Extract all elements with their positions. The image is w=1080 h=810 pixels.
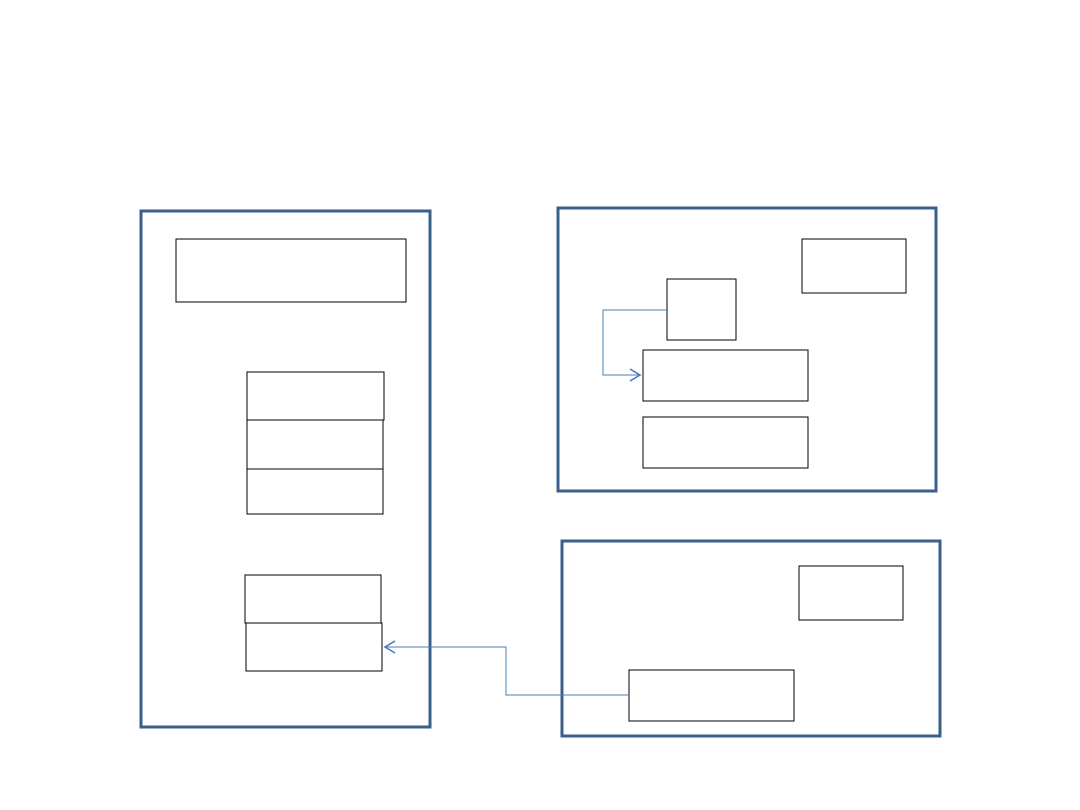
right-top-panel — [556, 206, 938, 493]
left-panel-frame — [139, 209, 432, 729]
rt-corner-box — [801, 238, 907, 294]
right-bottom-panel — [560, 539, 942, 738]
connector-line — [602, 309, 667, 376]
connector-rb-wide-to-left-pair — [383, 640, 629, 696]
left-stack-box-1 — [246, 371, 385, 421]
rb-corner-box — [798, 565, 904, 621]
connector-rt-small-to-wide — [602, 309, 667, 382]
left-pair-box-2 — [245, 622, 383, 672]
arrowhead-right-icon — [629, 368, 642, 382]
arrowhead-left-icon — [383, 640, 396, 654]
rt-wide-box-1 — [642, 349, 809, 402]
rt-wide-box-2 — [642, 416, 809, 469]
rb-wide-box — [628, 669, 795, 722]
right-bottom-panel-frame — [560, 539, 942, 738]
connector-line — [385, 646, 629, 696]
left-panel — [139, 209, 432, 729]
left-stack-box-2 — [246, 419, 384, 470]
left-pair-box-1 — [244, 574, 382, 624]
left-stack-box-3 — [246, 468, 384, 515]
left-top-box — [175, 238, 407, 303]
right-top-panel-frame — [556, 206, 938, 493]
rt-small-box — [666, 278, 737, 341]
